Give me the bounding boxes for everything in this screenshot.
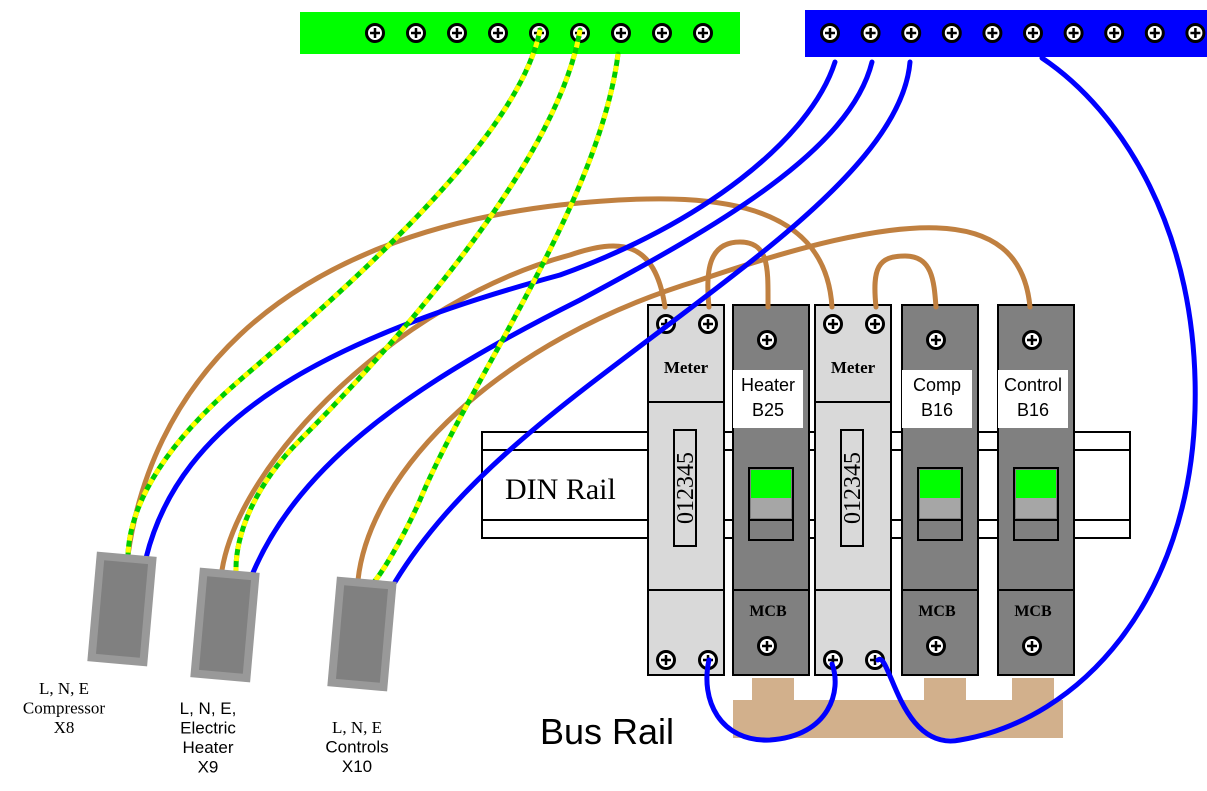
mcb-toggle-switch[interactable]: [920, 470, 960, 498]
neutral-terminal-screw-icon: [1104, 23, 1125, 43]
neutral-terminal-bar: [805, 10, 1207, 57]
mcb-rating-label: B25: [752, 400, 784, 420]
mcb-label: MCB: [918, 603, 956, 620]
output-label-line4: X9: [198, 758, 219, 777]
neutral-terminal-screw-icon: [1185, 23, 1206, 43]
meter-label: Meter: [831, 358, 876, 377]
neutral-wire-bus-loop: [875, 55, 1198, 744]
earth-terminal-screw-icon: [447, 23, 467, 43]
neutral-terminal-screw-icon: [982, 23, 1003, 43]
neutral-terminal-screw-icon: [820, 23, 840, 43]
mcb-name-label: Comp: [913, 375, 961, 395]
earth-terminal-screw-icon: [406, 23, 426, 43]
terminal-screw-icon: [656, 650, 676, 670]
terminal-screw-icon: [698, 314, 718, 334]
mcb-name-label: Control: [1004, 375, 1062, 395]
bus-rail: Bus Rail: [540, 678, 1063, 752]
energy-meter: Meter 012345: [647, 304, 725, 676]
wiring: [125, 27, 1198, 744]
output-label-line3: X10: [342, 757, 372, 776]
output-label-line1: L, N, E,: [180, 699, 237, 718]
terminal-screw-icon: [865, 314, 885, 334]
output-plug: [87, 551, 157, 667]
meter-counter: 012345: [673, 452, 699, 524]
neutral-terminal-screw-icon: [1023, 23, 1043, 43]
earth-terminal-screw-icon: [611, 23, 631, 43]
live-wire-heater: [219, 243, 668, 573]
neutral-wire-controls: [392, 59, 913, 585]
mcb-label: MCB: [1014, 603, 1052, 620]
terminal-screw-icon: [926, 636, 946, 656]
live-wire-meter2-to-comp-mcb: [872, 253, 939, 310]
meter-counter: 012345: [840, 452, 866, 524]
live-wire-controls: [355, 225, 1033, 583]
earth-wire-compressor: [125, 27, 543, 558]
terminal-screw-icon: [1022, 636, 1042, 656]
output-label-line2: Controls: [325, 738, 388, 757]
din-rail-label: DIN Rail: [505, 473, 616, 506]
plug-inner: [198, 576, 252, 674]
earth-terminal-screw-icon: [365, 23, 385, 43]
neutral-wire-heater: [249, 59, 875, 578]
earth-wire-controls: [371, 51, 621, 585]
terminal-screw-icon: [757, 636, 777, 656]
meter-label: Meter: [664, 358, 709, 377]
mcb-rating-label: B16: [921, 400, 953, 420]
output-label-line1: L, N, E: [332, 718, 382, 737]
earth-terminal-bar: [300, 12, 740, 54]
earth-terminal-screw-icon: [693, 23, 713, 43]
plug-inner: [335, 585, 389, 683]
plug-inner: [95, 560, 149, 658]
output-label-line3: Heater: [182, 738, 233, 757]
energy-meter: Meter 012345: [814, 304, 892, 676]
neutral-wire-meter1-link: [704, 657, 838, 743]
earth-wire-heater: [233, 27, 583, 576]
earth-terminal-screw-icon: [652, 23, 672, 43]
neutral-terminal-screw-icon: [1144, 23, 1165, 43]
earth-terminal-screw-icon: [488, 23, 508, 43]
terminal-screw-icon: [926, 330, 946, 350]
output-plug: [190, 567, 260, 683]
output-label-line2: Compressor: [23, 699, 106, 718]
mcb-rating-label: B16: [1017, 400, 1049, 420]
neutral-terminal-screw-icon: [941, 23, 962, 43]
terminal-screw-icon: [757, 330, 777, 350]
output-label-line3: X8: [54, 718, 75, 737]
mcb-toggle-switch[interactable]: [1016, 470, 1056, 498]
neutral-terminal-screw-icon: [860, 23, 881, 43]
output-label-line1: L, N, E: [39, 679, 89, 698]
mcb-name-label: Heater: [741, 375, 795, 395]
bus-rail-label: Bus Rail: [540, 711, 674, 752]
neutral-terminal-screw-icon: [1063, 23, 1084, 43]
terminal-screw-icon: [1022, 330, 1042, 350]
terminal-screw-icon: [823, 314, 843, 334]
output-label-line2: Electric: [180, 719, 236, 738]
mcb-label: MCB: [749, 603, 787, 620]
output-plug: [327, 576, 397, 692]
neutral-terminal-screw-icon: [901, 23, 922, 43]
mcb-toggle-switch[interactable]: [751, 470, 791, 498]
